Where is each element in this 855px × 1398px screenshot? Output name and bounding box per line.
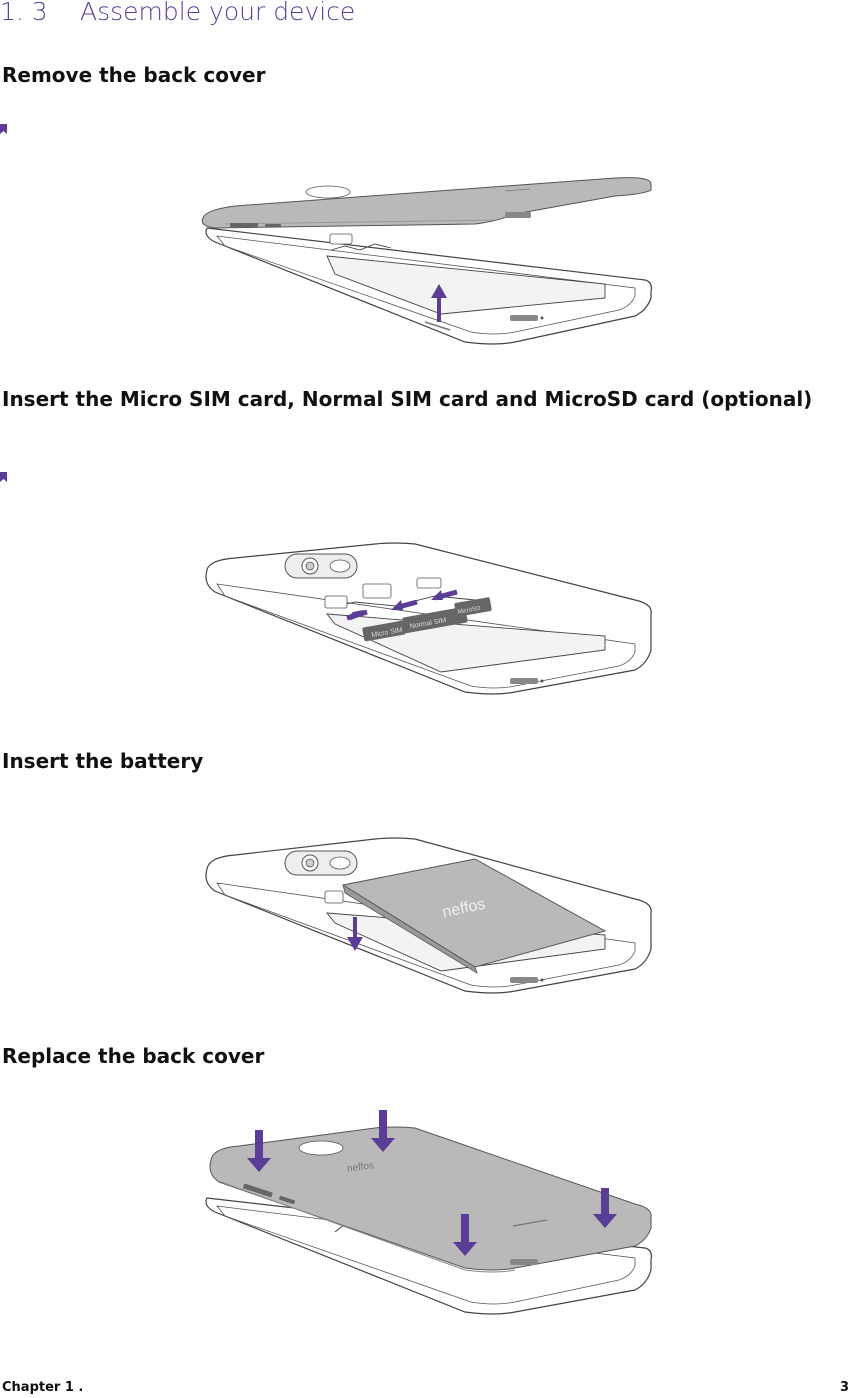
footer-page-number: 3: [840, 1380, 849, 1395]
bookmark-marker-icon: [0, 472, 7, 482]
section-title: Assemble your device: [80, 0, 355, 26]
step-title-remove-cover: Remove the back cover: [2, 63, 265, 87]
section-number: 1. 3: [0, 0, 48, 26]
step-title-insert-cards: Insert the Micro SIM card, Normal SIM ca…: [2, 387, 812, 411]
insert-battery-illustration: neffos: [195, 835, 665, 1000]
bookmark-marker-icon: [0, 124, 7, 134]
step-title-replace-cover: Replace the back cover: [2, 1044, 264, 1068]
step-title-insert-battery: Insert the battery: [2, 749, 203, 773]
insert-cards-illustration: Micro SIM Normal SIM MicroSD: [195, 540, 665, 700]
footer-chapter: Chapter 1 .: [2, 1380, 83, 1395]
remove-back-cover-illustration: [195, 170, 665, 350]
replace-back-cover-illustration: neffos: [195, 1108, 665, 1323]
